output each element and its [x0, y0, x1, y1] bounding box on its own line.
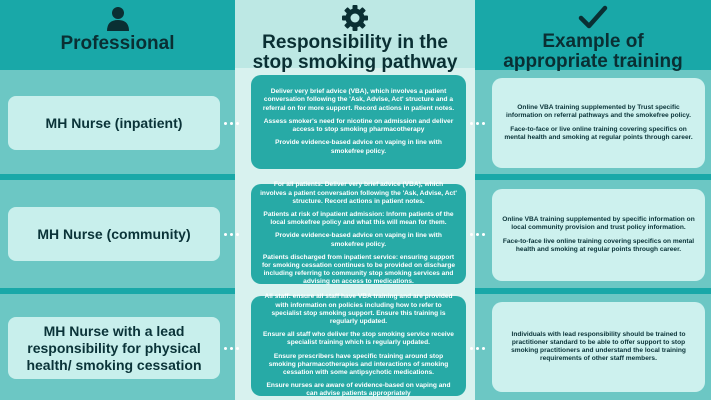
connector-dots	[470, 347, 485, 350]
training-text: Face-to-face live online training coveri…	[502, 237, 695, 253]
responsibility-text: Provide evidence-based advice on vaping …	[275, 232, 442, 248]
header-responsibility-line2: stop smoking pathway	[252, 52, 458, 73]
header-responsibility: Responsibility in the stop smoking pathw…	[235, 0, 475, 73]
responsibility-text: All staff: ensure all staff have VBA tra…	[264, 293, 453, 325]
responsibility-text: Deliver very brief advice (VBA), which i…	[262, 88, 455, 112]
connector-dots	[470, 122, 485, 125]
training-box-inpatient: Online VBA training supplemented by Trus…	[492, 78, 705, 168]
checkmark-icon	[578, 5, 608, 29]
connector-dots	[224, 233, 239, 236]
responsibility-text: Assess smoker's need for nicotine on adm…	[263, 117, 454, 134]
connector-dots	[224, 122, 239, 125]
responsibility-text: Ensure prescribers have specific trainin…	[268, 352, 449, 377]
connector-dots	[224, 347, 239, 350]
row-label-lead-responsibility: MH Nurse with a lead responsibility for …	[8, 317, 220, 379]
header-professional-text: Professional	[60, 33, 175, 54]
responsibility-text: Ensure nurses are aware of evidence-base…	[266, 382, 451, 398]
responsibility-text: Patients at risk of inpatient admission:…	[263, 211, 454, 227]
responsibility-text: For all patients: Deliver very brief adv…	[260, 181, 457, 205]
header-professional: Professional	[0, 0, 235, 54]
row-label-community: MH Nurse (community)	[8, 207, 220, 261]
training-text: Online VBA training supplemented by spec…	[502, 216, 695, 232]
responsibility-box-community: For all patients: Deliver very brief adv…	[251, 181, 466, 286]
row-label-inpatient: MH Nurse (inpatient)	[8, 96, 220, 150]
responsibility-text: Provide evidence-based advice on vaping …	[275, 139, 442, 155]
responsibility-box-lead: All staff: ensure all staff have VBA tra…	[251, 293, 466, 398]
training-text: Individuals with lead responsibility sho…	[511, 330, 686, 363]
person-icon	[106, 7, 129, 31]
header-training: Example of appropriate training	[475, 0, 711, 72]
responsibility-text: Patients discharged from inpatient servi…	[261, 253, 456, 286]
header-responsibility-line1: Responsibility in the	[262, 32, 448, 53]
header-training-line1: Example of	[542, 31, 644, 52]
training-text: Face-to-face or live online training cov…	[504, 125, 693, 141]
training-box-community: Online VBA training supplemented by spec…	[492, 189, 705, 281]
responsibility-text: Ensure all staff who deliver the stop sm…	[263, 331, 454, 347]
training-box-lead: Individuals with lead responsibility sho…	[492, 302, 705, 392]
header-training-line2: appropriate training	[503, 51, 683, 72]
training-text: Online VBA training supplemented by Trus…	[506, 104, 691, 120]
gear-icon	[342, 5, 368, 31]
connector-dots	[470, 233, 485, 236]
responsibility-box-inpatient: Deliver very brief advice (VBA), which i…	[251, 75, 466, 169]
